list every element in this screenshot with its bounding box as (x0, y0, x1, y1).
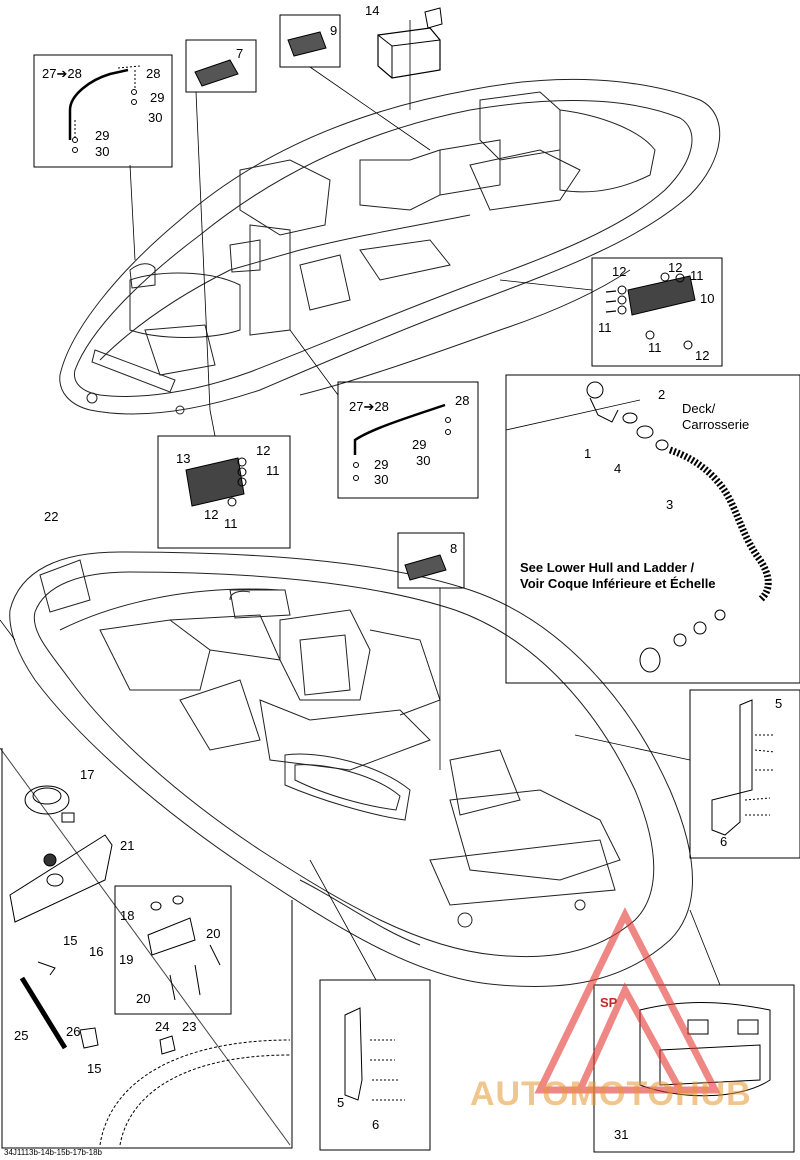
callout-20-a: 20 (206, 926, 221, 941)
callout-3: 3 (666, 497, 674, 512)
callout-12-d: 12 (256, 443, 271, 458)
callout-25: 25 (14, 1028, 29, 1043)
callout-7: 7 (236, 46, 244, 61)
callout-13: 13 (176, 451, 191, 466)
callout-1: 1 (584, 446, 592, 461)
grille-part-9 (287, 31, 327, 57)
deck-label-line1: Deck/ (682, 401, 716, 416)
detail-box-hinge (114, 885, 232, 1015)
watermark-logo (534, 907, 721, 1094)
sp-label: SP (600, 995, 618, 1010)
callout-27-28-top: 27➔28 (42, 66, 82, 81)
watermark-text: AUTOMOTOHUB (470, 1075, 752, 1113)
callout-11-d: 11 (266, 463, 280, 478)
callout-20-b: 20 (136, 991, 151, 1006)
callout-10: 10 (700, 291, 715, 306)
detail-box-handrail-mid (337, 381, 479, 499)
callout-12-c: 12 (695, 348, 710, 363)
lower-hull-note-line2: Voir Coque Inférieure et Échelle (520, 576, 716, 591)
storage-bin-14 (377, 7, 443, 79)
hinge-plate-19 (147, 917, 196, 956)
callout-15-a: 15 (63, 933, 78, 948)
main-hull-drawing (9, 551, 693, 988)
callout-24: 24 (155, 1019, 170, 1034)
detail-box-sp (593, 984, 795, 1153)
callout-9: 9 (330, 23, 338, 38)
callout-6-right: 6 (720, 834, 728, 849)
callout-18: 18 (120, 908, 135, 923)
vent-part-13 (185, 457, 245, 507)
callout-14: 14 (365, 3, 380, 18)
footer-code: 34J1113b-14b-15b-17b-18b (4, 1148, 103, 1157)
detail-box-vent-13 (157, 435, 291, 549)
callout-17: 17 (80, 767, 95, 782)
callout-30-mid-a: 30 (416, 453, 431, 468)
callout-4: 4 (614, 461, 622, 476)
callout-29-mid-b: 29 (374, 457, 389, 472)
callout-5-right: 5 (775, 696, 783, 711)
grille-part-8 (404, 554, 447, 581)
callout-22: 22 (44, 509, 59, 524)
detail-box-7 (185, 39, 257, 93)
detail-box-panel-5-right (689, 689, 800, 859)
callout-29-top-a: 29 (150, 90, 165, 105)
detail-box-8 (397, 532, 465, 589)
callout-15-b: 15 (87, 1061, 102, 1076)
callout-30-top-a: 30 (148, 110, 163, 125)
callout-28-mid: 28 (455, 393, 470, 408)
callout-29-mid-a: 29 (412, 437, 427, 452)
callout-11-e: 11 (224, 516, 238, 531)
hull-rim-bottom (79, 1027, 291, 1146)
side-panel-5-right (711, 699, 753, 836)
detail-box-panel-5-bottom (319, 979, 431, 1151)
callout-27-28-mid: 27➔28 (349, 399, 389, 414)
callout-12-b: 12 (668, 260, 683, 275)
callout-8: 8 (450, 541, 458, 556)
detail-box-handrail-top (33, 54, 173, 168)
callout-30-top-b: 30 (95, 144, 110, 159)
handrail-part-mid (353, 403, 446, 455)
callout-28-top: 28 (146, 66, 161, 81)
leader-lines (0, 20, 721, 986)
callout-11-a: 11 (690, 268, 704, 283)
detail-box-drain (505, 374, 800, 684)
lid-assembly-21 (9, 785, 113, 1050)
callout-31: 31 (614, 1127, 629, 1142)
callout-5-bottom: 5 (337, 1095, 345, 1110)
callout-12-a: 12 (612, 264, 627, 279)
side-panel-5-bottom (344, 1007, 363, 1101)
grille-part-7 (194, 59, 239, 87)
callout-21: 21 (120, 838, 135, 853)
deck-label-line2: Carrosserie (682, 417, 750, 432)
callout-26: 26 (66, 1024, 81, 1039)
callout-23: 23 (182, 1019, 197, 1034)
handrail-part (68, 68, 129, 140)
callout-11-c: 11 (648, 340, 662, 355)
upper-deck-drawing (59, 78, 721, 415)
callout-16: 16 (89, 944, 104, 959)
vent-part-10 (627, 275, 696, 316)
callout-30-mid-b: 30 (374, 472, 389, 487)
lower-hull-note-line1: See Lower Hull and Ladder / (520, 560, 695, 575)
callout-12-e: 12 (204, 507, 219, 522)
callout-29-top-b: 29 (95, 128, 110, 143)
detail-box-vent-10 (591, 257, 723, 367)
callout-19: 19 (119, 952, 134, 967)
callout-2: 2 (658, 387, 666, 402)
callout-6-bottom: 6 (372, 1117, 380, 1132)
callout-11-b: 11 (598, 320, 612, 335)
drain-hose-assembly (586, 381, 772, 673)
